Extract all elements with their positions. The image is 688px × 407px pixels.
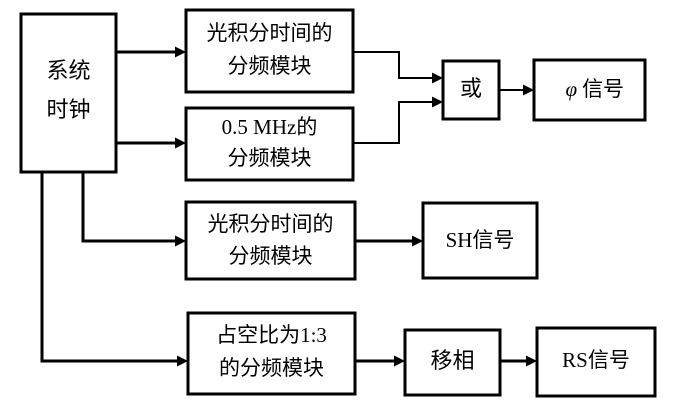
block-or-gate[interactable]: 或 — [441, 59, 501, 121]
connector-clock-to-integration-mid — [81, 172, 186, 247]
block-mhz-divider-line1: 0.5 MHz的 — [222, 115, 318, 139]
connector-clock-to-integration-top — [116, 46, 186, 58]
connector-clock-to-duty-divider — [40, 172, 188, 367]
block-system-clock-line2: 时钟 — [46, 97, 90, 122]
connector-integration-mid-to-sh — [355, 235, 423, 247]
block-duty-divider[interactable]: 占空比为1:3 的分频模块 — [186, 311, 357, 396]
phi-signal-suffix: 信号 — [582, 77, 624, 101]
block-phase-shift[interactable]: 移相 — [403, 328, 502, 397]
block-integration-divider-mid[interactable]: 光积分时间的 分频模块 — [184, 200, 357, 281]
block-integration-divider-mid-line2: 分频模块 — [229, 244, 313, 268]
block-duty-divider-line2: 的分频模块 — [219, 356, 324, 380]
connector-mhz-to-or — [353, 96, 443, 145]
block-duty-divider-line1: 占空比为1:3 — [216, 323, 327, 347]
block-integration-divider-top[interactable]: 光积分时间的 分频模块 — [184, 8, 355, 94]
block-mhz-divider[interactable]: 0.5 MHz的 分频模块 — [184, 106, 355, 182]
block-phase-shift-label: 移相 — [430, 348, 474, 373]
block-rs-signal-label: RS信号 — [562, 348, 630, 372]
connector-integration-top-to-or — [353, 50, 443, 84]
connector-clock-to-mhz — [116, 137, 186, 149]
connector-phase-shift-to-rs — [500, 355, 537, 367]
block-sh-signal[interactable]: SH信号 — [421, 201, 539, 280]
block-or-gate-label: 或 — [460, 76, 482, 101]
connector-duty-to-phase-shift — [355, 355, 405, 367]
block-integration-divider-top-line1: 光积分时间的 — [207, 21, 333, 45]
connector-or-to-phi — [499, 84, 534, 96]
phi-symbol: φ — [565, 77, 577, 101]
block-system-clock-line1: 系统 — [46, 58, 90, 83]
block-system-clock[interactable]: 系统 时钟 — [19, 12, 118, 174]
block-mhz-divider-line2: 分频模块 — [228, 146, 312, 170]
block-sh-signal-label: SH信号 — [446, 228, 515, 252]
block-integration-divider-top-line2: 分频模块 — [228, 54, 312, 78]
block-integration-divider-mid-line1: 光积分时间的 — [208, 212, 334, 236]
block-rs-signal[interactable]: RS信号 — [535, 326, 657, 398]
